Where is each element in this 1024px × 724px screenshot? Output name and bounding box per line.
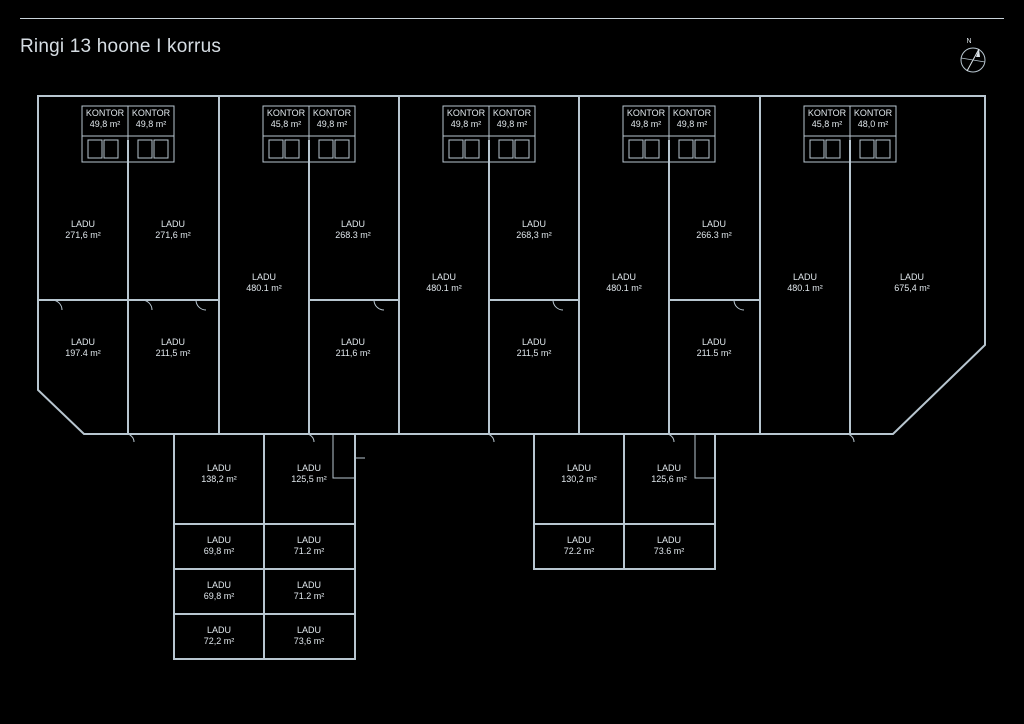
warehouse-area: 73.6 m² (654, 546, 685, 556)
warehouse-area: 211,6 m² (336, 348, 371, 358)
warehouse-area: 197.4 m² (65, 348, 101, 358)
warehouse-label: LADU (567, 463, 591, 473)
warehouse-area: 675,4 m² (894, 283, 930, 293)
warehouse-label: LADU (71, 219, 95, 229)
warehouse-label: LADU (207, 463, 231, 473)
warehouse-label: LADU (702, 337, 726, 347)
warehouse-label: LADU (252, 272, 276, 282)
warehouse-label: LADU (793, 272, 817, 282)
warehouse-label: LADU (297, 625, 321, 635)
office-area: 48,0 m² (858, 119, 889, 129)
warehouse-label: LADU (71, 337, 95, 347)
office-area: 49,8 m² (677, 119, 708, 129)
warehouse-area: 480.1 m² (246, 283, 282, 293)
warehouse-area: 271,6 m² (155, 230, 191, 240)
warehouse-area: 271,6 m² (65, 230, 101, 240)
warehouse-label: LADU (341, 219, 365, 229)
warehouse-label: LADU (657, 535, 681, 545)
warehouse-area: 138,2 m² (201, 474, 237, 484)
warehouse-area: 69,8 m² (204, 546, 235, 556)
warehouse-label: LADU (522, 219, 546, 229)
office-area: 45,8 m² (271, 119, 302, 129)
warehouse-area: 480.1 m² (787, 283, 823, 293)
office-label: KONTOR (313, 108, 352, 118)
office-label: KONTOR (673, 108, 712, 118)
office-area: 49,8 m² (136, 119, 167, 129)
warehouse-label: LADU (207, 625, 231, 635)
warehouse-label: LADU (612, 272, 636, 282)
warehouse-label: LADU (207, 535, 231, 545)
warehouse-area: 211.5 m² (697, 348, 732, 358)
warehouse-area: 211,5 m² (156, 348, 191, 358)
office-area: 49,8 m² (317, 119, 348, 129)
north-arrow-icon: N (960, 38, 986, 73)
warehouse-area: 480.1 m² (606, 283, 642, 293)
warehouse-label: LADU (161, 337, 185, 347)
left-annex (173, 433, 365, 660)
warehouse-label: LADU (297, 580, 321, 590)
office-blocks (81, 105, 897, 163)
warehouse-label: LADU (297, 535, 321, 545)
unit-dividers (38, 96, 851, 434)
office-area: 49,8 m² (90, 119, 121, 129)
office-label: KONTOR (808, 108, 847, 118)
compass-label: N (966, 38, 971, 45)
warehouse-label: LADU (702, 219, 726, 229)
office-label: KONTOR (493, 108, 532, 118)
warehouse-label: LADU (432, 272, 456, 282)
office-label: KONTOR (86, 108, 125, 118)
door-swings (51, 299, 855, 443)
warehouse-area: 268,3 m² (516, 230, 552, 240)
warehouse-area: 72.2 m² (564, 546, 595, 556)
office-area: 45,8 m² (812, 119, 843, 129)
warehouse-area: 71.2 m² (294, 546, 325, 556)
warehouse-label: LADU (161, 219, 185, 229)
warehouse-label: LADU (657, 463, 681, 473)
warehouse-label: LADU (900, 272, 924, 282)
warehouse-area: 266.3 m² (696, 230, 732, 240)
page-title: Ringi 13 hoone I korrus (20, 36, 222, 57)
warehouse-label: LADU (207, 580, 231, 590)
office-label: KONTOR (132, 108, 171, 118)
right-annex (533, 433, 716, 570)
warehouse-area: 125,6 m² (651, 474, 687, 484)
warehouse-label: LADU (341, 337, 365, 347)
warehouse-label: LADU (522, 337, 546, 347)
warehouse-area: 69,8 m² (204, 591, 235, 601)
warehouse-area: 71.2 m² (294, 591, 325, 601)
office-label: KONTOR (267, 108, 306, 118)
building-outline (37, 95, 986, 435)
warehouse-area: 125,5 m² (291, 474, 327, 484)
warehouse-area: 268.3 m² (335, 230, 371, 240)
warehouse-area: 480.1 m² (426, 283, 462, 293)
warehouse-label: LADU (297, 463, 321, 473)
office-label: KONTOR (854, 108, 893, 118)
office-label: KONTOR (627, 108, 666, 118)
office-area: 49,8 m² (497, 119, 528, 129)
office-label: KONTOR (447, 108, 486, 118)
warehouse-area: 72,2 m² (204, 636, 235, 646)
warehouse-area: 211,5 m² (517, 348, 552, 358)
warehouse-label: LADU (567, 535, 591, 545)
top-rule (20, 18, 1004, 19)
office-area: 49,8 m² (631, 119, 662, 129)
warehouse-area: 130,2 m² (561, 474, 597, 484)
warehouse-area: 73,6 m² (294, 636, 325, 646)
office-area: 49,8 m² (451, 119, 482, 129)
